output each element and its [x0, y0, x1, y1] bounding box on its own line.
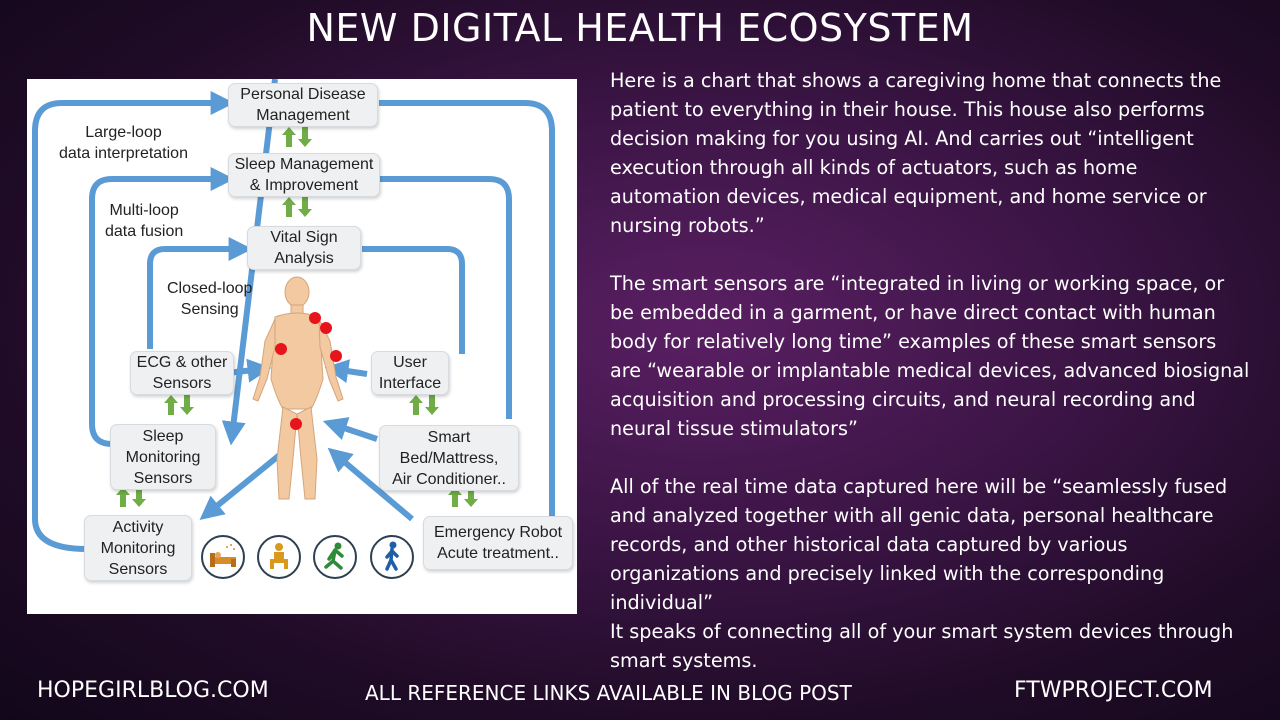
vital-sign-analysis-box: Vital Sign Analysis [247, 226, 361, 270]
sleep-management-box: Sleep Management & Improvement [228, 153, 380, 197]
closed-loop-arrow [147, 249, 465, 354]
walking-person-icon [370, 535, 414, 579]
slide-title: NEW DIGITAL HEALTH ECOSYSTEM [306, 6, 974, 50]
diagram-connectors [32, 79, 555, 552]
sleeping-in-bed-icon [201, 535, 245, 579]
paragraph-caregiving-home: Here is a chart that shows a caregiving … [610, 69, 1222, 237]
paragraph-smart-sensors: The smart sensors are “integrated in liv… [610, 272, 1250, 440]
paragraph-connecting-devices: It speaks of connecting all of your smar… [610, 620, 1234, 672]
smart-bed-box: Smart Bed/Mattress, Air Conditioner.. [379, 425, 519, 491]
sensor-dots [275, 312, 342, 430]
multi-loop-label: Multi-loop data fusion [105, 202, 184, 240]
footer-right-site: FTWPROJECT.COM [1014, 678, 1213, 703]
closed-loop-label: Closed-loop Sensing [167, 280, 253, 318]
large-loop-label: Large-loop data interpretation [59, 124, 188, 162]
activity-monitoring-sensors-box: Activity Monitoring Sensors [84, 515, 192, 581]
body-input-arrows [199, 79, 414, 522]
running-person-icon [313, 535, 357, 579]
body-text: Here is a chart that shows a caregiving … [610, 66, 1250, 675]
footer-left-site: HOPEGIRLBLOG.COM [37, 678, 269, 703]
large-loop-arrow [32, 103, 555, 552]
multi-loop-arrow [89, 179, 512, 447]
health-ecosystem-diagram: Personal Disease Management Sleep Manage… [27, 79, 577, 614]
ecg-sensors-box: ECG & other Sensors [130, 351, 234, 395]
user-interface-box: User Interface [371, 351, 449, 395]
human-figure [252, 276, 344, 500]
sleep-monitoring-sensors-box: Sleep Monitoring Sensors [110, 424, 216, 490]
exchange-arrows [116, 127, 478, 507]
footer-reference-note: ALL REFERENCE LINKS AVAILABLE IN BLOG PO… [365, 681, 852, 705]
sitting-person-icon [257, 535, 301, 579]
paragraph-real-time-data: All of the real time data captured here … [610, 475, 1228, 614]
personal-disease-management-box: Personal Disease Management [228, 83, 378, 127]
emergency-robot-box: Emergency Robot Acute treatment.. [423, 516, 573, 570]
